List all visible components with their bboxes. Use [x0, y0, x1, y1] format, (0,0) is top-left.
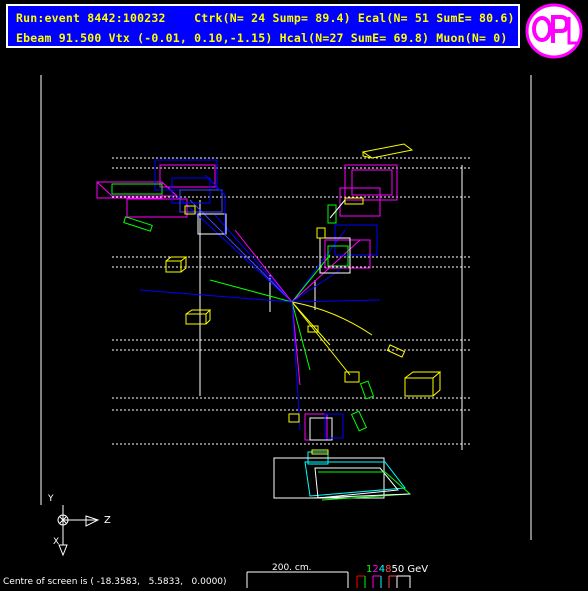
calorimeter-cluster-upper-right [316, 143, 414, 274]
screen-centre-readout: Centre of screen is ( -18.3583, 5.5833, … [3, 577, 227, 587]
calorimeter-cluster-upper-left [96, 159, 227, 235]
calorimeter-cluster-lower [273, 413, 412, 501]
scale-bar [246, 571, 349, 588]
axis-y-label: Y [48, 494, 54, 504]
scale-label: 200. cm. [272, 563, 312, 573]
central-tracks [139, 184, 381, 431]
opal-logo-icon [525, 3, 583, 59]
energy-legend-item: 4 [378, 564, 386, 575]
energy-legend-item: 8 [385, 564, 392, 575]
energy-legend: 124850 GeV [366, 564, 428, 575]
energy-legend-ticks [356, 575, 411, 588]
energy-legend-item: 50 GeV [391, 564, 429, 575]
axis-x-label: X [53, 537, 60, 547]
energy-legend-item: 1 [366, 564, 373, 575]
detector-frame [40, 75, 532, 540]
axis-z-label: Z [104, 515, 111, 526]
axis-triad [57, 505, 100, 557]
energy-legend-item: 2 [372, 564, 379, 575]
scattered-clusters [165, 256, 442, 432]
event-info-line-2: Ebeam 91.500 Vtx (-0.01, 0.10,-1.15) Hca… [16, 31, 508, 45]
event-info-line-1: Run:event 8442:100232 Ctrk(N= 24 Sump= 8… [16, 11, 515, 25]
barrel-dashed-lines [112, 157, 472, 445]
event-info-header: Run:event 8442:100232 Ctrk(N= 24 Sump= 8… [6, 4, 520, 48]
